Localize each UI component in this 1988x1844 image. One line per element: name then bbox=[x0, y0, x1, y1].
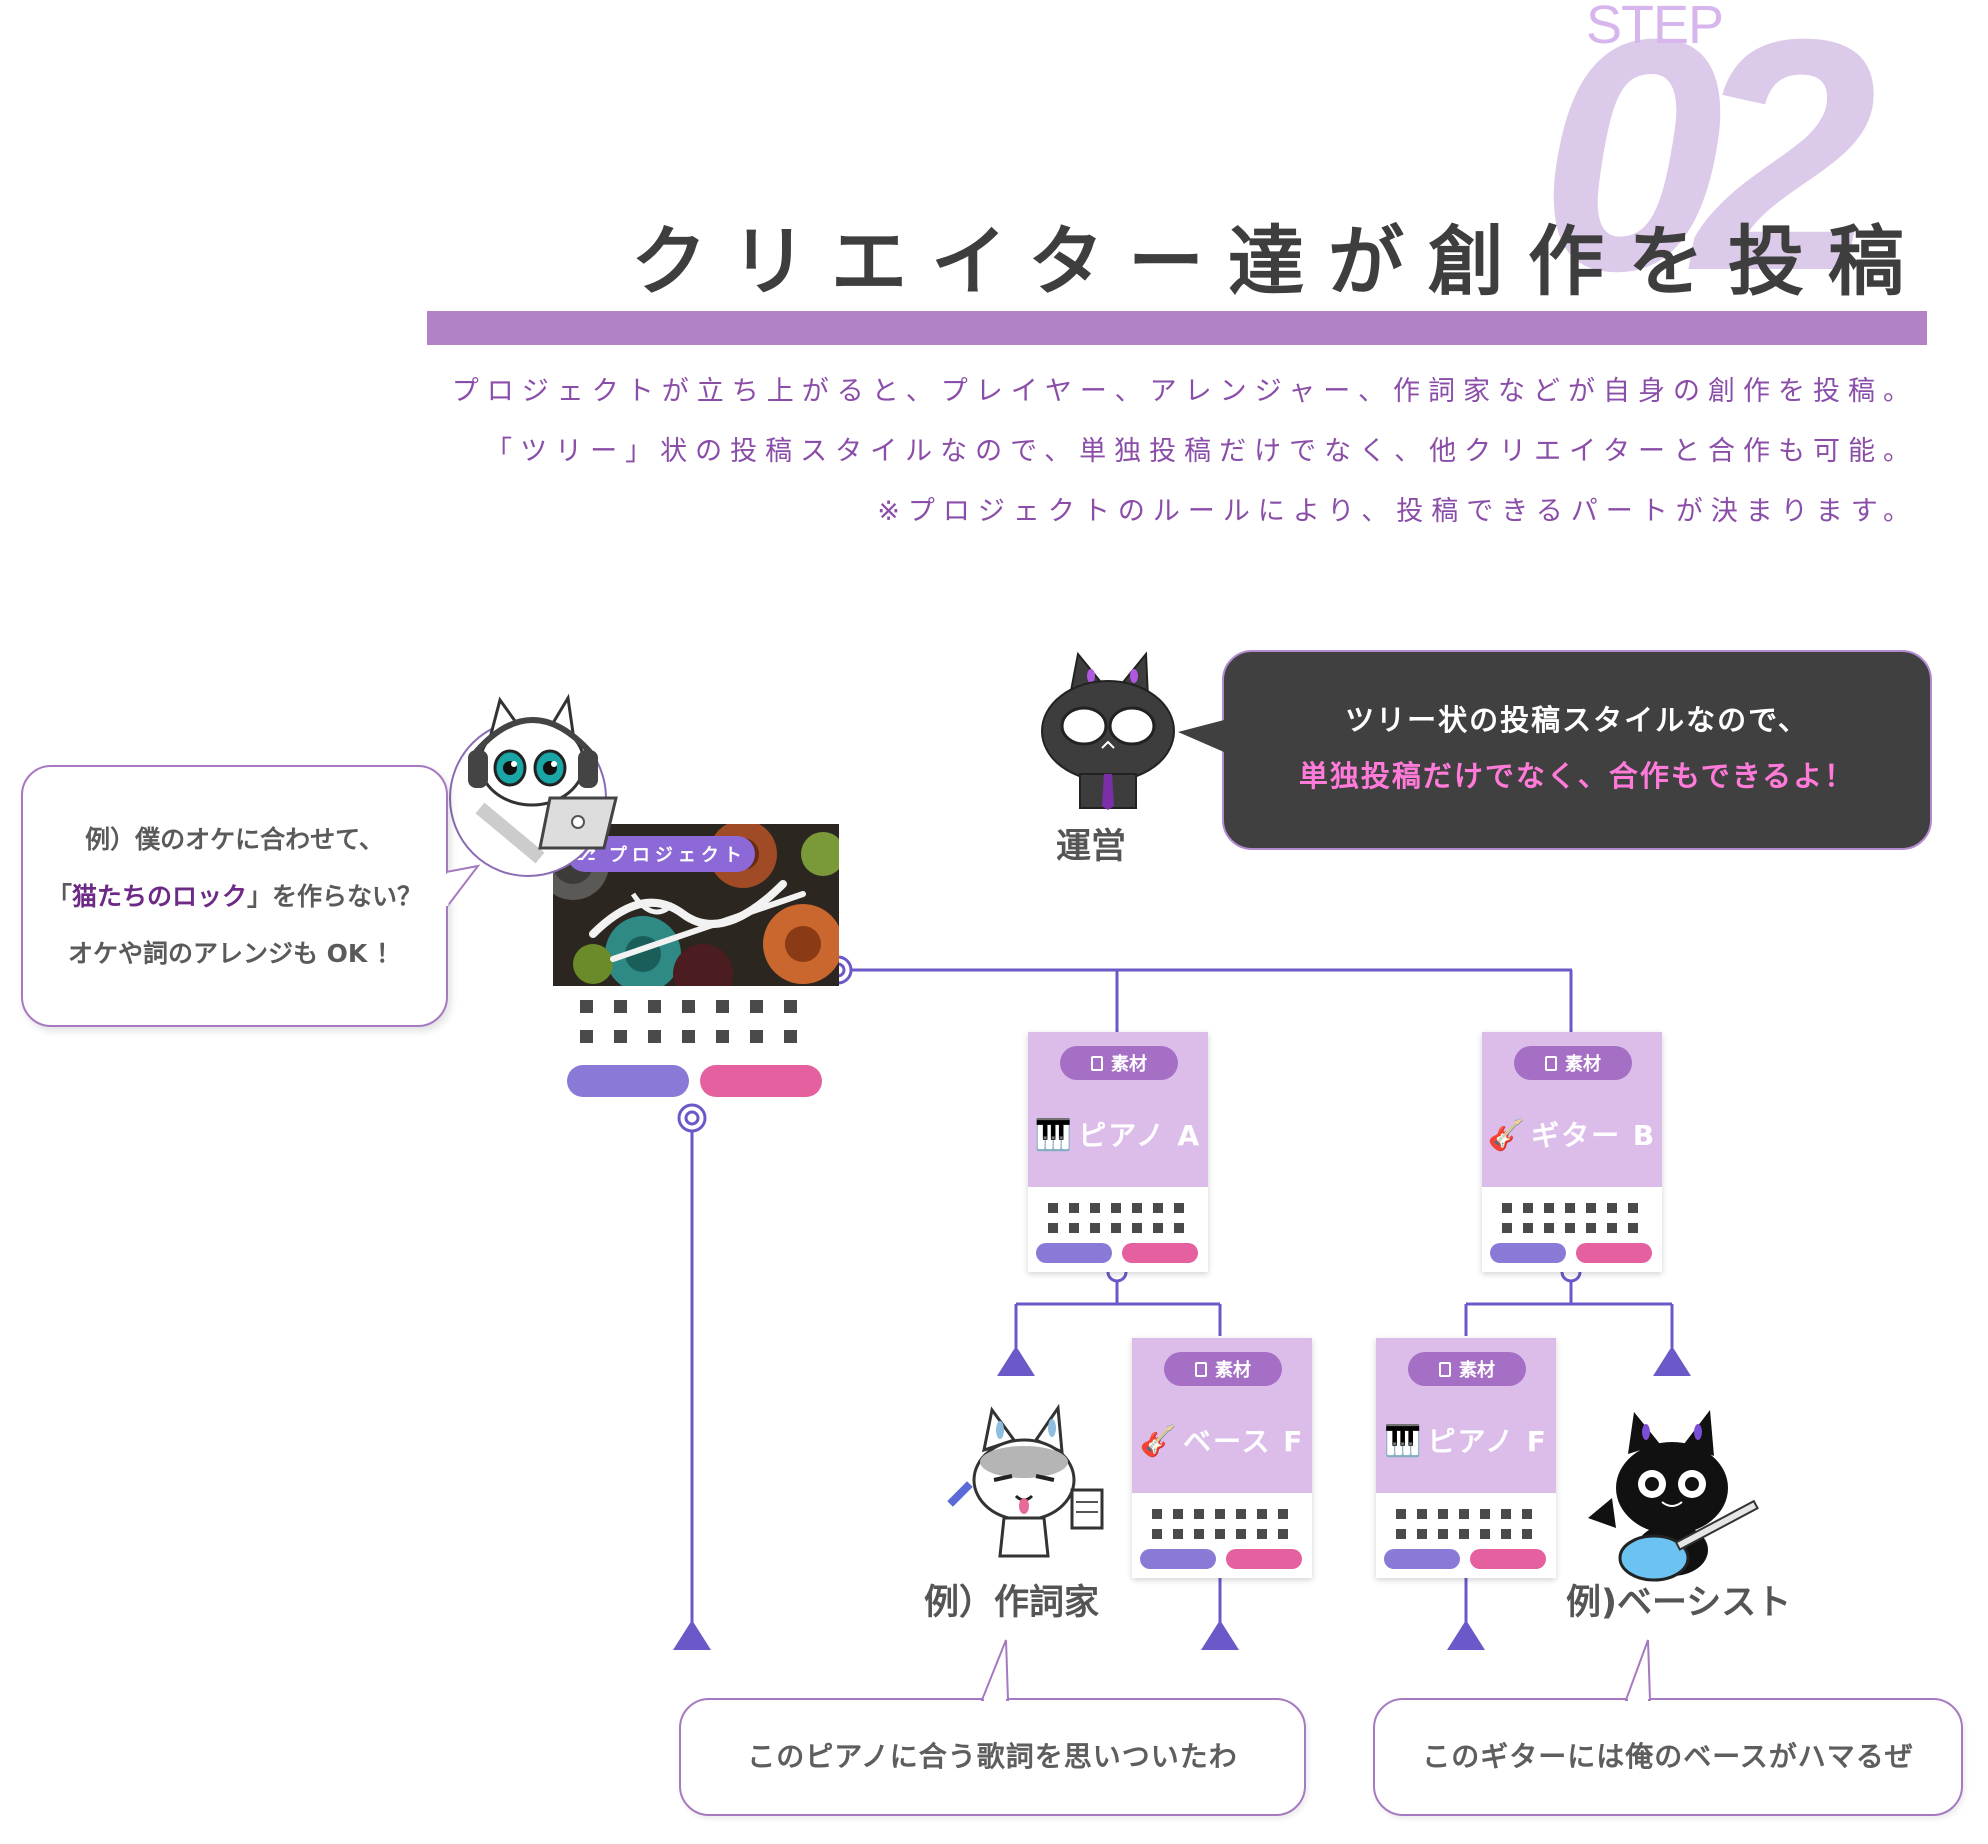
card-header: 素材 🎸ギター B bbox=[1482, 1032, 1662, 1187]
material-tag: 素材 bbox=[1060, 1046, 1178, 1080]
card-header: 素材 🎹ピアノ F bbox=[1376, 1338, 1556, 1493]
project-pill-purple bbox=[567, 1065, 689, 1097]
operator-speech-bubble: ツリー状の投稿スタイルなので、 単独投稿だけでなく、合作もできるよ！ bbox=[1222, 650, 1932, 850]
description-line: プロジェクトが立ち上がると、プレイヤー、アレンジャー、作詞家などが自身の創作を投… bbox=[451, 376, 1918, 407]
bassist-speech-bubble: このギターには俺のベースがハマるぜ bbox=[1373, 1698, 1963, 1816]
card-pill-pink bbox=[1470, 1549, 1546, 1569]
card-title-text: ピアノ A bbox=[1078, 1119, 1202, 1152]
card-title: 🎹ピアノ F bbox=[1376, 1420, 1556, 1460]
piano-icon: 🎹 bbox=[1034, 1118, 1075, 1153]
step-number: 02 bbox=[1540, 0, 1877, 339]
bubble-text: このピアノに合う歌詞を思いついたわ bbox=[747, 1740, 1238, 1773]
card-title: 🎹ピアノ A bbox=[1028, 1114, 1208, 1154]
bubble-highlight-line: 単独投稿だけでなく、合作もできるよ！ bbox=[1298, 759, 1856, 793]
music-sheet-icon bbox=[1439, 1361, 1451, 1377]
headphone-cat-character bbox=[449, 693, 618, 877]
title-underline bbox=[427, 311, 1927, 345]
material-card-guitar-b[interactable]: 素材 🎸ギター B bbox=[1482, 1032, 1662, 1272]
card-title-text: ピアノ F bbox=[1427, 1425, 1548, 1458]
bubble-line: 例）僕のオケに合わせて、 bbox=[85, 825, 384, 854]
card-dot-grid bbox=[1396, 1509, 1532, 1539]
bubble-text: このギターには俺のベースがハマるぜ bbox=[1422, 1740, 1914, 1773]
description-line: 「ツリー」状の投稿スタイルなので、単独投稿だけでなく、他クリエイターと合作も可能… bbox=[485, 436, 1918, 467]
card-pill-purple bbox=[1384, 1549, 1460, 1569]
card-pill-purple bbox=[1036, 1243, 1112, 1263]
bubble-tail bbox=[1624, 1639, 1652, 1702]
music-sheet-icon bbox=[1545, 1055, 1557, 1071]
card-dot-grid bbox=[1048, 1203, 1184, 1233]
music-sheet-icon bbox=[1195, 1361, 1207, 1377]
project-dot-grid bbox=[580, 1000, 797, 1043]
card-header: 素材 🎸ベース F bbox=[1132, 1338, 1312, 1493]
lyricist-label: 例）作詞家 bbox=[924, 1583, 1100, 1623]
material-card-bass-f[interactable]: 素材 🎸ベース F bbox=[1132, 1338, 1312, 1578]
project-tag-label: プロジェクト bbox=[608, 845, 747, 866]
bubble-line: ツリー状の投稿スタイルなので、 bbox=[1345, 703, 1809, 737]
card-pill-pink bbox=[1576, 1243, 1652, 1263]
description-line: ※プロジェクトのルールにより、投稿できるパートが決まります。 bbox=[877, 496, 1918, 527]
material-tag: 素材 bbox=[1408, 1352, 1526, 1386]
card-pill-purple bbox=[1140, 1549, 1216, 1569]
card-title: 🎸ベース F bbox=[1132, 1420, 1312, 1460]
music-sheet-icon bbox=[1091, 1055, 1103, 1071]
lyricist-cat-character bbox=[947, 1403, 1104, 1558]
card-pill-pink bbox=[1122, 1243, 1198, 1263]
bassist-black-cat-character bbox=[1588, 1410, 1759, 1582]
bubble-text: 「 bbox=[46, 882, 72, 911]
description: プロジェクトが立ち上がると、プレイヤー、アレンジャー、作詞家などが自身の創作を投… bbox=[318, 362, 1918, 542]
operator-black-cat-character bbox=[1041, 651, 1175, 810]
card-pill-pink bbox=[1226, 1549, 1302, 1569]
material-tag-label: 素材 bbox=[1111, 1054, 1147, 1075]
material-card-piano-a[interactable]: 素材 🎹ピアノ A bbox=[1028, 1032, 1208, 1272]
step-label: STEP bbox=[1586, 0, 1724, 55]
material-tag-label: 素材 bbox=[1215, 1360, 1251, 1381]
bubble-tail bbox=[446, 864, 481, 910]
bubble-highlight: 猫たちのロック bbox=[71, 882, 247, 911]
card-title: 🎸ギター B bbox=[1482, 1114, 1662, 1154]
guitar-icon: 🎸 bbox=[1139, 1424, 1179, 1459]
piano-icon: 🎹 bbox=[1384, 1424, 1424, 1459]
card-title-text: ベース F bbox=[1182, 1425, 1305, 1458]
card-title-text: ギター B bbox=[1531, 1119, 1657, 1152]
bubble-line: オケや詞のアレンジも OK ！ bbox=[67, 939, 402, 968]
material-card-piano-f[interactable]: 素材 🎹ピアノ F bbox=[1376, 1338, 1556, 1578]
project-pill-pink bbox=[700, 1065, 822, 1097]
bubble-tail bbox=[980, 1639, 1010, 1702]
material-tag-label: 素材 bbox=[1459, 1360, 1495, 1381]
material-tag: 素材 bbox=[1514, 1046, 1632, 1080]
bubble-tail bbox=[1178, 720, 1224, 752]
card-dot-grid bbox=[1502, 1203, 1638, 1233]
page-title: クリエイター達が創作を投稿 bbox=[631, 217, 1928, 306]
material-tag-label: 素材 bbox=[1565, 1054, 1601, 1075]
operator-label: 運営 bbox=[1056, 827, 1127, 867]
card-pill-purple bbox=[1490, 1243, 1566, 1263]
card-dot-grid bbox=[1152, 1509, 1288, 1539]
material-tag: 素材 bbox=[1164, 1352, 1282, 1386]
guitar-icon: 🎸 bbox=[1487, 1118, 1528, 1153]
bubble-line: 「猫たちのロック」を作らない？ bbox=[23, 868, 446, 925]
project-tag: ⎇ プロジェクト bbox=[567, 836, 755, 872]
bubble-text: 」を作らない？ bbox=[247, 882, 423, 911]
lyricist-speech-bubble: このピアノに合う歌詞を思いついたわ bbox=[679, 1698, 1306, 1816]
bassist-label: 例)ベーシスト bbox=[1566, 1583, 1792, 1623]
card-header: 素材 🎹ピアノ A bbox=[1028, 1032, 1208, 1187]
project-owner-speech-bubble: 例）僕のオケに合わせて、 「猫たちのロック」を作らない？ オケや詞のアレンジも … bbox=[21, 765, 448, 1027]
